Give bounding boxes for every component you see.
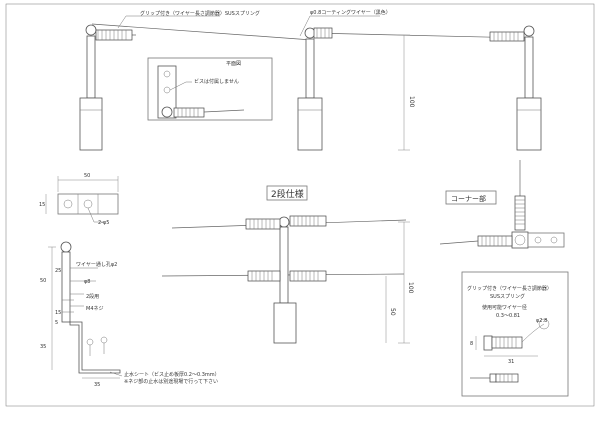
detail-line-2: SUSスプリング — [490, 293, 525, 300]
label-coating-wire: φ0.8コーティングワイヤー（黒色） — [310, 9, 391, 16]
note-m4: M4ネジ — [86, 306, 104, 312]
detail-dim-8: 8 — [470, 341, 473, 347]
two-tier-view: 2段仕様 100 50 — [161, 185, 414, 344]
dim-bracket-15: 15 — [39, 202, 45, 208]
post-left — [79, 24, 133, 151]
dim-side-15: 15 — [55, 310, 61, 316]
plan-note-screws: ビスは付属しません — [194, 78, 239, 85]
side-view: 25 50 15 5 35 35 ワイヤー通し孔φ2 φ8 2段用 M4ネジ 止… — [40, 241, 220, 388]
detail-line-3: 使用可能ワイヤー径 — [482, 304, 527, 311]
detail-dim-31: 31 — [508, 359, 514, 365]
note-water-sheet: 止水シート（ビス止め板厚0.2〜0.3mm） — [124, 371, 220, 378]
elevation-view: グリップ付き（ワイヤー長さ調節器）SUSスプリング φ0.8コーティングワイヤー… — [79, 9, 542, 151]
detail-line-1: グリップ付き（ワイヤー長さ調節器） — [467, 285, 552, 292]
dim-side-35v: 35 — [40, 344, 46, 350]
base-plate — [69, 321, 121, 374]
plan-title: 平面図 — [226, 61, 241, 67]
dim-side-25: 25 — [55, 268, 61, 274]
post-right — [489, 25, 542, 151]
bracket-view: 50 15 2-φ5 — [39, 173, 119, 226]
note-2dan: 2段用 — [86, 293, 99, 300]
note-wire-hole: ワイヤー通し孔φ2 — [76, 261, 117, 268]
dim-bracket-50: 50 — [84, 173, 90, 179]
wire-left — [91, 23, 313, 41]
corner-title-box — [445, 190, 497, 205]
screw-2 — [100, 336, 108, 354]
screw-1 — [86, 338, 94, 356]
note-holes: 2-φ5 — [98, 220, 109, 226]
corner-title: コーナー部 — [451, 194, 486, 203]
spring-detail: グリップ付き（ワイヤー長さ調節器） SUSスプリング 使用可能ワイヤー径 0.3… — [461, 271, 569, 397]
label-grip-spring: グリップ付き（ワイヤー長さ調節器）SUSスプリング — [140, 10, 260, 17]
dim-two-tier-100: 100 — [407, 282, 414, 294]
dim-side-50: 50 — [40, 278, 46, 284]
post-middle — [297, 27, 333, 151]
plan-view-inset: 平面図 ビスは付属しません — [147, 57, 273, 121]
two-tier-title-box — [266, 185, 308, 201]
note-phi8: φ8 — [84, 279, 90, 285]
note-water-sheet-2: ※ネジ部の止水は別途現場で行って下さい — [124, 378, 218, 385]
dim-two-tier-50: 50 — [389, 308, 396, 316]
detail-line-4: 0.3〜0.81 — [496, 313, 520, 319]
corner-view: コーナー部 — [439, 160, 565, 249]
two-tier-title: 2段仕様 — [271, 188, 304, 200]
dim-side-5: 5 — [55, 320, 58, 326]
dim-height-100: 100 — [408, 96, 415, 108]
dim-side-35h: 35 — [94, 382, 100, 388]
sheet-border — [5, 3, 595, 407]
detail-dim-phi28: φ2.8 — [536, 318, 547, 324]
